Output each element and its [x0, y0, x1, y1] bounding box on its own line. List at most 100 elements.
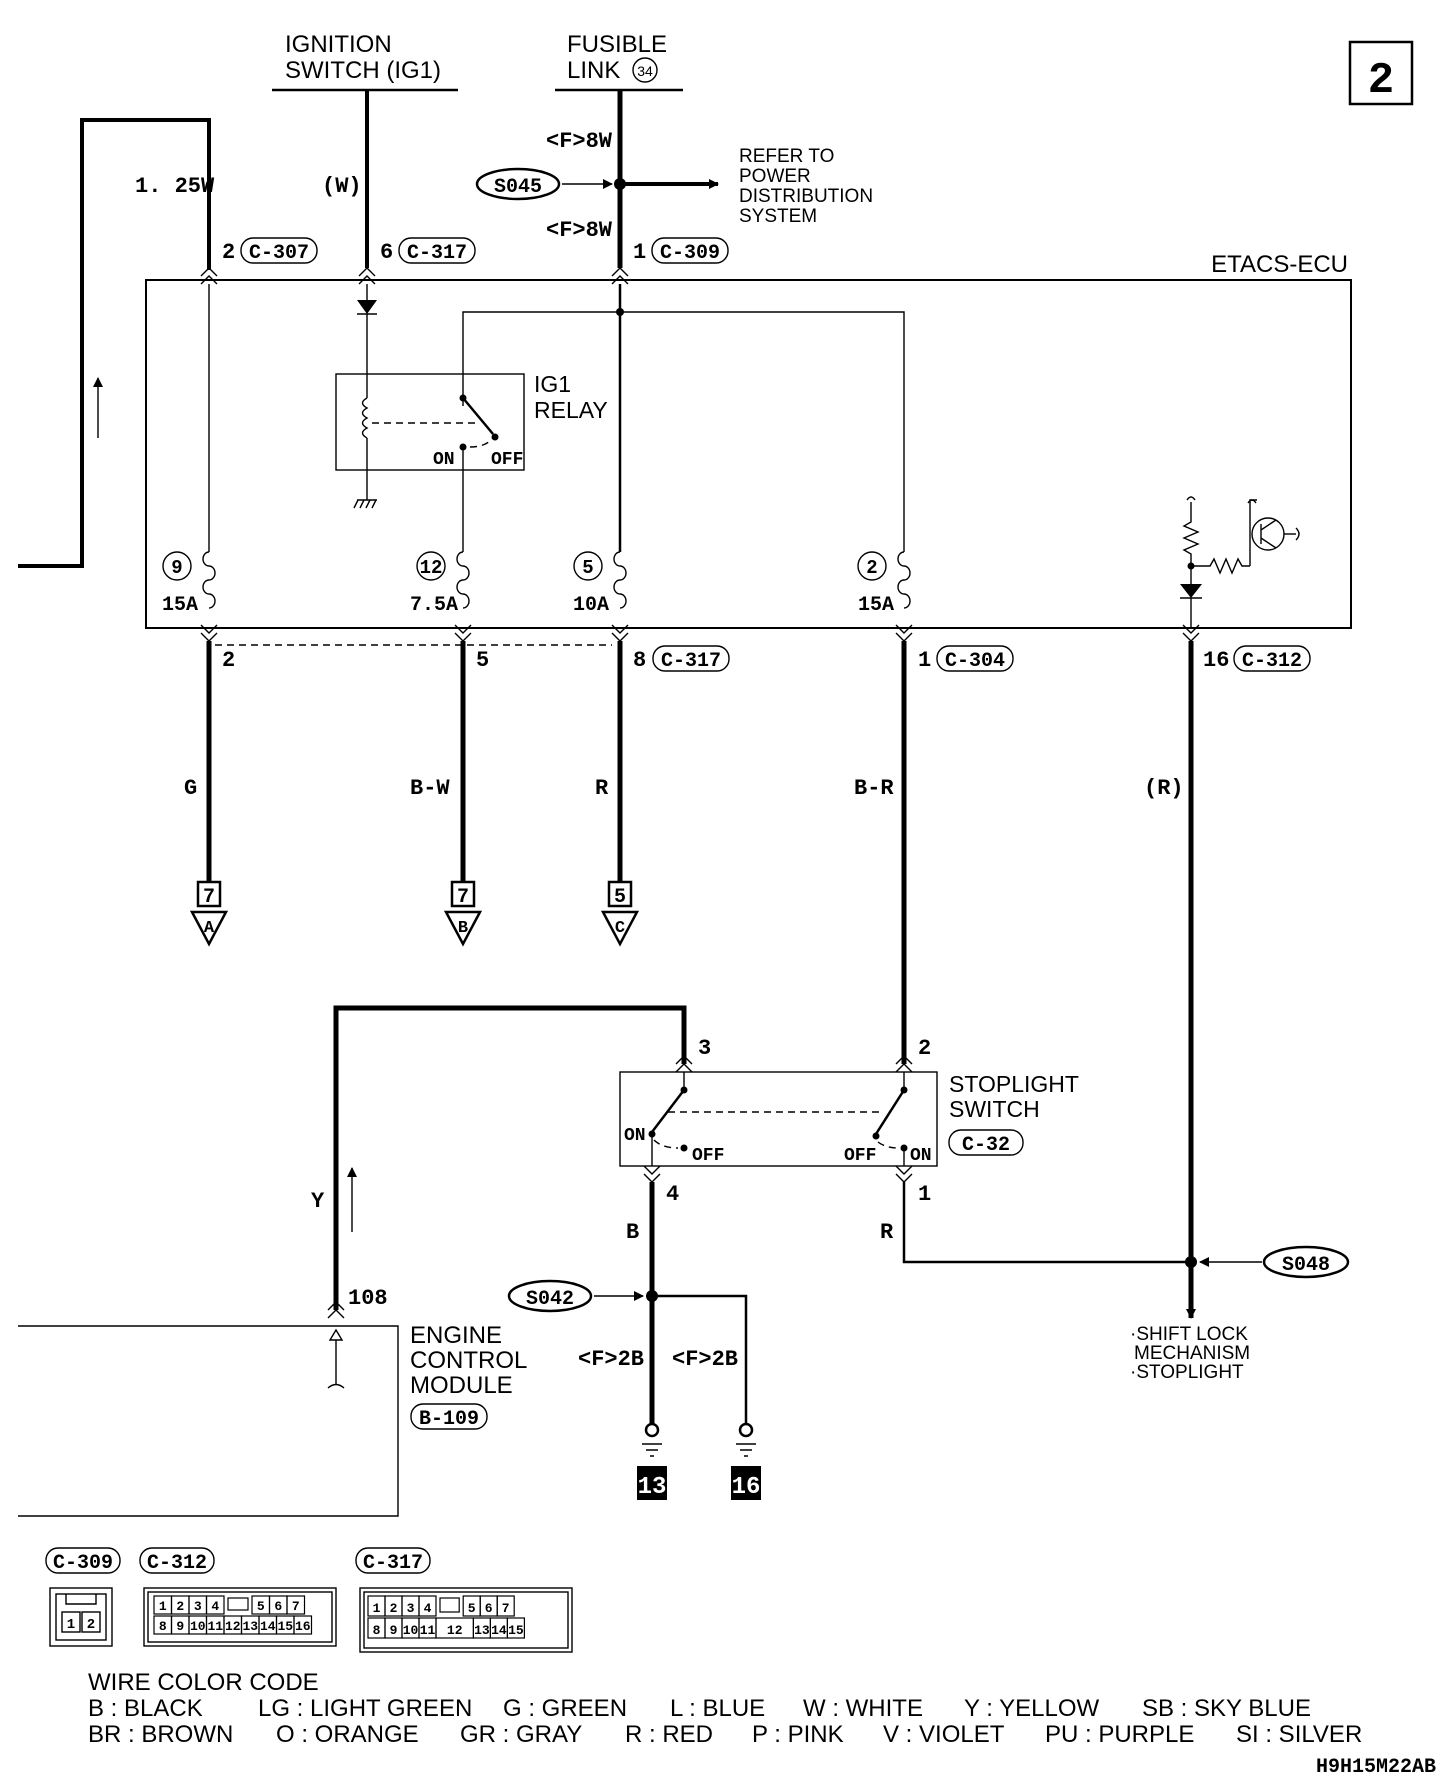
wire-label-r: R	[595, 776, 609, 801]
fuse-12-badge-circle	[416, 551, 446, 581]
splice-s048: S048	[1282, 1254, 1330, 1277]
top-pin-3-conn: C-309	[660, 242, 720, 265]
ground-16: 16	[732, 1474, 761, 1501]
stoplight-off-left: OFF	[692, 1146, 724, 1166]
legend-title: WIRE COLOR CODE	[88, 1669, 319, 1696]
stoplight-arc-left	[653, 1139, 679, 1149]
c317-pin-3: 3	[407, 1601, 415, 1616]
page-number-box	[1348, 40, 1414, 106]
c309-inner	[55, 1593, 107, 1641]
legend-item: SI : SILVER	[1236, 1721, 1362, 1748]
top-pin-2-conn-box	[398, 237, 476, 264]
relay-dash-arc	[469, 438, 493, 448]
wire-label-br: B-R	[854, 776, 894, 801]
wire-label-bw: B-W	[410, 776, 450, 801]
ground-13-terminal	[644, 1422, 660, 1438]
connector-a-letter: A	[204, 919, 215, 938]
fuse-9-badge-circle	[162, 551, 192, 581]
fuse-2-number: 2	[866, 557, 877, 579]
c309-cell-2	[81, 1611, 101, 1633]
c309-pin-1: 1	[67, 1617, 75, 1633]
legend-item: O : ORANGE	[276, 1721, 419, 1748]
wire-label-w: (W)	[322, 174, 362, 199]
fuse-5-badge-circle	[573, 551, 603, 581]
ecm-conn-box	[410, 1403, 488, 1430]
connector-c-triangle	[600, 910, 640, 947]
c309-name: C-309	[53, 1552, 113, 1575]
c317-cell	[506, 1617, 525, 1639]
legend-item: SB : SKY BLUE	[1142, 1695, 1311, 1722]
relay-off-label: OFF	[491, 450, 523, 470]
wire-label-b: B	[626, 1220, 639, 1245]
stoplight-pin-2: 2	[918, 1036, 931, 1061]
connector-b-triangle	[443, 910, 483, 947]
internal-transistor	[1251, 517, 1285, 551]
transistor-lead	[1249, 499, 1257, 566]
stoplight-on-left: ON	[624, 1126, 646, 1146]
fuse-12-amp: 7.5A	[410, 594, 458, 617]
legend-item: GR : GRAY	[460, 1721, 582, 1748]
top-pin-2-num: 6	[380, 240, 393, 265]
shift-lock-label-3: ·STOPLIGHT	[1130, 1362, 1244, 1383]
fuse-9-number: 9	[171, 557, 182, 579]
top-pin-3-conn-box	[651, 237, 729, 264]
c317-pin-10: 10	[403, 1623, 419, 1638]
stoplight-chevron-1	[895, 1165, 913, 1183]
stoplight-pin-1: 1	[918, 1182, 931, 1207]
etacs-ecu-title: ETACS-ECU	[1211, 251, 1348, 278]
legend-item: PU : PURPLE	[1045, 1721, 1194, 1748]
refer-to-label-2: POWER	[739, 166, 811, 187]
transistor-collector	[1260, 519, 1277, 531]
c317-pin-8: 8	[373, 1623, 381, 1638]
shift-lock-label: ·SHIFT LOCK	[1130, 1324, 1248, 1345]
top-pin-1-conn: C-307	[249, 242, 309, 265]
left-return-wire	[18, 118, 211, 568]
c317-pin-6: 6	[485, 1601, 493, 1616]
ignition-switch-label-2: SWITCH (IG1)	[285, 57, 441, 84]
c312-cell	[205, 1595, 225, 1615]
ground-16-icon	[736, 1443, 756, 1457]
stoplight-pivot-right	[900, 1086, 908, 1094]
wire-label-r2: R	[880, 1220, 894, 1245]
c317-name: C-317	[363, 1552, 423, 1575]
connector-c-num: 5	[614, 886, 626, 909]
c312-latch	[227, 1597, 249, 1611]
relay-blade	[462, 397, 494, 435]
ecm-pin-triangle	[328, 1328, 344, 1341]
c312-pin-3: 3	[194, 1599, 202, 1614]
c317-cell	[418, 1595, 437, 1617]
fusible-link-label-2: LINK	[567, 57, 620, 84]
connector-b-box	[450, 880, 476, 908]
c317-pin-13: 13	[474, 1623, 490, 1638]
c312-pin-8: 8	[159, 1619, 167, 1634]
stoplight-chevron-4	[643, 1165, 661, 1183]
legend-item: W : WHITE	[803, 1695, 923, 1722]
legend-item: Y : YELLOW	[964, 1695, 1100, 1722]
c309-pin-2: 2	[87, 1617, 95, 1633]
stoplight-off-right: OFF	[844, 1146, 876, 1166]
c317-pin-7: 7	[502, 1601, 510, 1616]
etacs-ecu-box	[145, 279, 1352, 629]
fuse-2-icon	[897, 551, 911, 609]
c312-name-box	[139, 1547, 215, 1574]
refer-to-label: REFER TO	[739, 146, 834, 167]
connector-a-num: 7	[203, 886, 215, 909]
splice-s042: S042	[526, 1288, 574, 1311]
wire-label-125w: 1. 25W	[135, 174, 215, 199]
relay-on-label: ON	[433, 450, 455, 470]
legend-item: LG : LIGHT GREEN	[258, 1695, 472, 1722]
fuse-5-icon	[613, 551, 627, 609]
reference-code: H9H15M22AB	[1316, 1756, 1436, 1779]
ig1-relay-label-2: RELAY	[534, 397, 608, 423]
legend-item: G : GREEN	[503, 1695, 627, 1722]
stoplight-arc-right	[877, 1141, 899, 1149]
ground-13-badge	[637, 1466, 667, 1500]
c317-pin-4: 4	[424, 1601, 432, 1616]
c317-name-box	[355, 1547, 431, 1574]
splice-s045-oval	[475, 167, 561, 201]
c317-pin-9: 9	[390, 1623, 398, 1638]
